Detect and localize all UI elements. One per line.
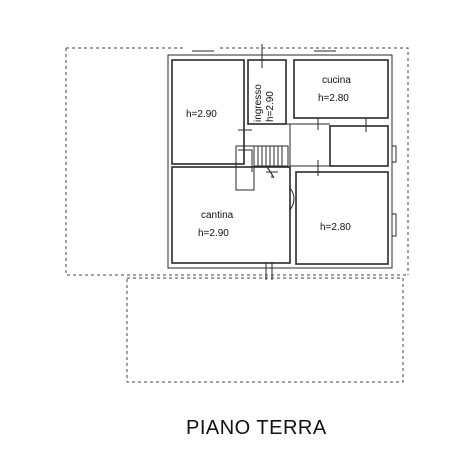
openings [192,44,397,280]
room-ingresso-height: h=2.90 [265,91,276,122]
room-bottom-right [295,171,389,265]
outer-boundary-lower [126,277,404,383]
room-cantina-name: cantina [201,210,234,221]
corridor [286,123,330,167]
plan-title: PIANO TERRA [186,417,327,439]
room-cucina-height: h=2.80 [318,93,349,104]
room-ingresso [247,59,287,125]
outer-boundary-upper [65,47,409,276]
room-ingresso-name: ingresso [253,84,264,122]
room-cantina [171,166,291,264]
room-small-right [329,125,389,167]
room-bottom-right-height: h=2.80 [320,222,351,233]
ingresso-label-group: ingresso h=2.90 [253,84,276,122]
room-top-left-height: h=2.90 [186,109,217,120]
room-cucina-name: cucina [322,75,351,86]
room-cucina [293,59,389,119]
staircase [235,145,289,191]
room-top-left [171,59,245,165]
room-cantina-height: h=2.90 [198,228,229,239]
